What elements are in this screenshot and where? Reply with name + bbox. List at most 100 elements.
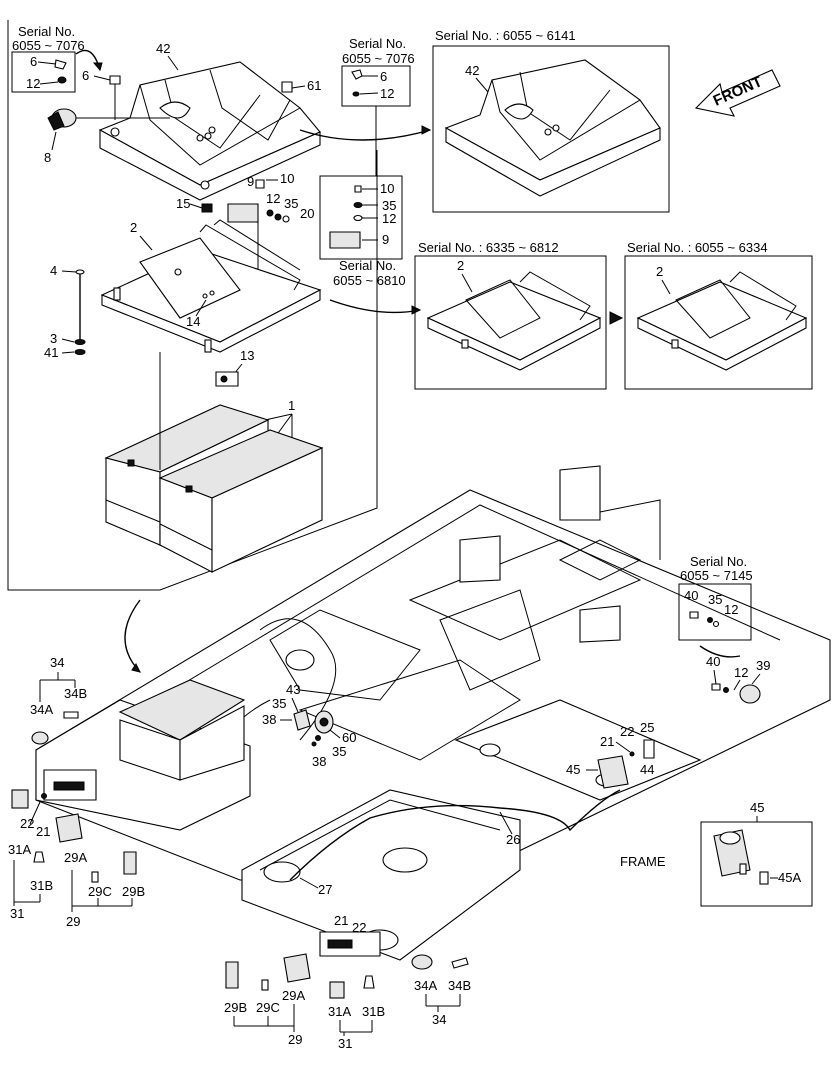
- label-31A-left: 31A: [8, 842, 31, 857]
- inset-solenoid-box: [319, 175, 403, 260]
- label-3: 3: [50, 331, 57, 346]
- washer-icon: [57, 76, 67, 84]
- bottom-lamp-callouts: 21 22 29B 29C 29A 29 31A 31B 31 34A 34B …: [224, 913, 471, 1051]
- label-44: 44: [640, 762, 654, 777]
- frame-label: FRAME: [620, 854, 666, 869]
- label-35b: 35: [272, 696, 286, 711]
- inset-mid1-box: [414, 255, 607, 390]
- batteries: 1: [104, 398, 324, 573]
- label-21-right: 21: [600, 734, 614, 749]
- label-22-left: 22: [20, 816, 34, 831]
- arrow-to-inset-tray: [329, 299, 421, 314]
- label-21-left: 21: [36, 824, 50, 839]
- battery-cover: 42: [98, 41, 321, 201]
- label-14: 14: [186, 314, 200, 329]
- label-34-left: 34: [50, 655, 64, 670]
- label-29-left: 29: [66, 914, 80, 929]
- key-switch: 8: [44, 108, 170, 165]
- inset-cover-variant: Serial No. : 6055 ~ 6141 42: [432, 28, 670, 213]
- inset-tr-part-42: 42: [465, 63, 479, 78]
- inset-tl-box: [11, 51, 76, 93]
- inset-mid1-part-2: 2: [457, 258, 464, 273]
- inset-sol-10: 10: [380, 181, 394, 196]
- buzzer-39-icon: [739, 684, 761, 704]
- label-39: 39: [756, 658, 770, 673]
- label-2: 2: [130, 220, 137, 235]
- inset-top-left: Serial No. 6055 ~ 7076 6 12: [11, 24, 103, 93]
- inset-right-serial: Serial No. 6055 ~ 7145 40 35 12: [678, 554, 753, 658]
- inset-sol-line1: Serial No.: [339, 258, 396, 273]
- label-9: 9: [247, 174, 254, 189]
- label-4: 4: [50, 263, 57, 278]
- inset-relay-45: 45 45A: [700, 800, 813, 907]
- inset-right-40: 40: [684, 588, 698, 603]
- inset-tm-part-12: 12: [380, 86, 394, 101]
- inset-right-35: 35: [708, 592, 722, 607]
- inset-tr-title: Serial No. : 6055 ~ 6141: [435, 28, 576, 43]
- solenoid-icon: [227, 203, 259, 223]
- inset-right-12: 12: [724, 602, 738, 617]
- left-lamp-callouts: 34 34B 34A 22 21 31A 31B 31 29A 29C 29B …: [8, 655, 145, 929]
- assembly-outline: [7, 20, 378, 591]
- inset-tray-6055: Serial No. : 6055 ~ 6334 2: [624, 240, 813, 390]
- inset-tl-line2: 6055 ~ 7076: [12, 38, 85, 53]
- inset-tl-part-12: 12: [26, 76, 40, 91]
- label-26: 26: [506, 832, 520, 847]
- label-34A-bottom: 34A: [414, 978, 437, 993]
- inset-tm-line2: 6055 ~ 7076: [342, 51, 415, 66]
- label-29B-bottom: 29B: [224, 1000, 247, 1015]
- label-10: 10: [280, 171, 294, 186]
- relay-45-icon: [597, 755, 629, 789]
- label-1: 1: [288, 398, 295, 413]
- label-21-bottom: 21: [334, 913, 348, 928]
- lamp-29A-icon: [55, 813, 83, 843]
- clip-15-icon: [201, 203, 213, 213]
- label-29B-left: 29B: [122, 884, 145, 899]
- label-29-bottom: 29: [288, 1032, 302, 1047]
- label-27: 27: [318, 882, 332, 897]
- inset-mid2-title: Serial No. : 6055 ~ 6334: [627, 240, 768, 255]
- label-13: 13: [240, 348, 254, 363]
- label-45-box: 45: [750, 800, 764, 815]
- label-29A-left: 29A: [64, 850, 87, 865]
- inset-sol-35: 35: [382, 198, 396, 213]
- inset-sol-line2: 6055 ~ 6810: [333, 273, 406, 288]
- label-15: 15: [176, 196, 190, 211]
- screw-61-icon: [281, 81, 293, 93]
- inset-45-box: [700, 821, 813, 907]
- label-42: 42: [156, 41, 170, 56]
- label-45A: 45A: [778, 870, 801, 885]
- inset-mid2-part-2: 2: [656, 264, 663, 279]
- label-31B-left: 31B: [30, 878, 53, 893]
- label-61: 61: [307, 78, 321, 93]
- lamp-31A-icon: [11, 789, 29, 809]
- inset-right-line2: 6055 ~ 7145: [680, 568, 753, 583]
- inset-tm-line1: Serial No.: [349, 36, 406, 51]
- inset-right-line1: Serial No.: [690, 554, 747, 569]
- label-12: 12: [266, 191, 280, 206]
- label-34-bottom: 34: [432, 1012, 446, 1027]
- label-31-left: 31: [10, 906, 24, 921]
- label-35: 35: [284, 196, 298, 211]
- battery-tray: 2 14: [100, 219, 322, 353]
- inset-tr-box: [432, 45, 670, 213]
- cover-heart-opening: [159, 101, 191, 119]
- frame-battery-box: [35, 679, 251, 831]
- inset-mid1-title: Serial No. : 6335 ~ 6812: [418, 240, 559, 255]
- inset-mid2-box: [624, 255, 813, 390]
- inset-top-middle: Serial No. 6055 ~ 7076 6 12: [341, 36, 415, 176]
- inset-tray-6335: Serial No. : 6335 ~ 6812 2: [414, 240, 607, 390]
- lower-frame: [241, 789, 521, 961]
- harness-26: [289, 789, 621, 881]
- solenoid-assembly: 9 10 12 35 20 15: [176, 171, 314, 285]
- label-34A-left: 34A: [30, 702, 53, 717]
- label-31A-bottom: 31A: [328, 1004, 351, 1019]
- label-34B-left: 34B: [64, 686, 87, 701]
- label-40: 40: [706, 654, 720, 669]
- label-31-bottom: 31: [338, 1036, 352, 1051]
- label-12-right: 12: [734, 665, 748, 680]
- front-arrow: FRONT: [694, 69, 781, 117]
- label-41: 41: [44, 345, 58, 360]
